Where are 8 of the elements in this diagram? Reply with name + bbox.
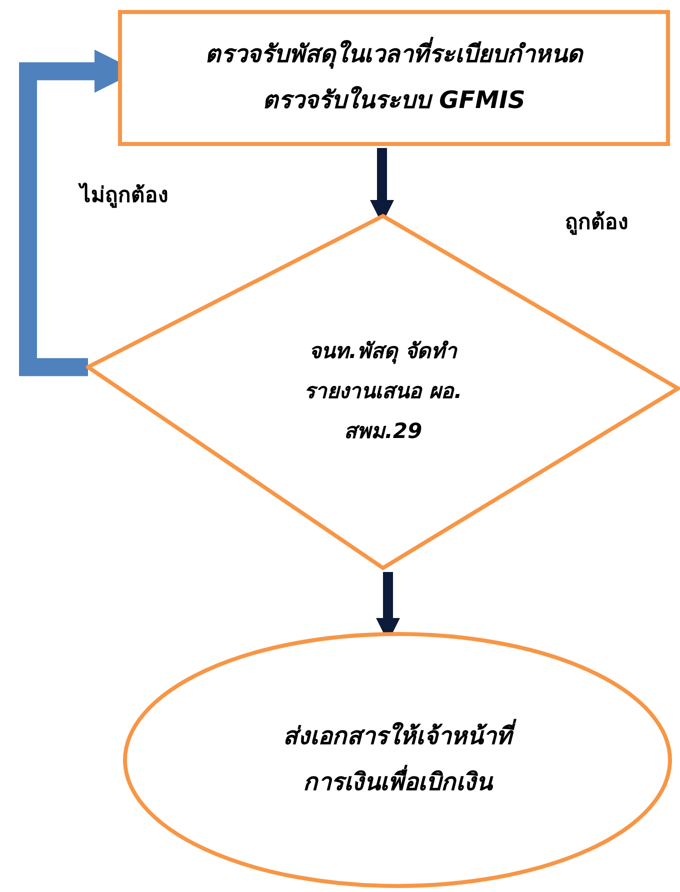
node-text: ตรวจรับในระบบ GFMIS [262,85,526,116]
branch-label: ถูกต้อง [565,209,628,237]
terminal-ellipse [123,632,672,888]
process-box [118,10,670,146]
node-text: จนท.พัสดุ จัดทำ รายงานเสนอ ผอ. สพม.29 [302,338,464,445]
node-text: ตรวจรับพัสดุในเวลาที่ระเบียบกำหนด [205,32,583,78]
edge-label: ไม่ถูกต้อง [80,182,168,210]
node-text: ส่งเอกสารให้เจ้าหน้าที่ การเงินเพื่อเบิกเงิน [232,714,562,806]
